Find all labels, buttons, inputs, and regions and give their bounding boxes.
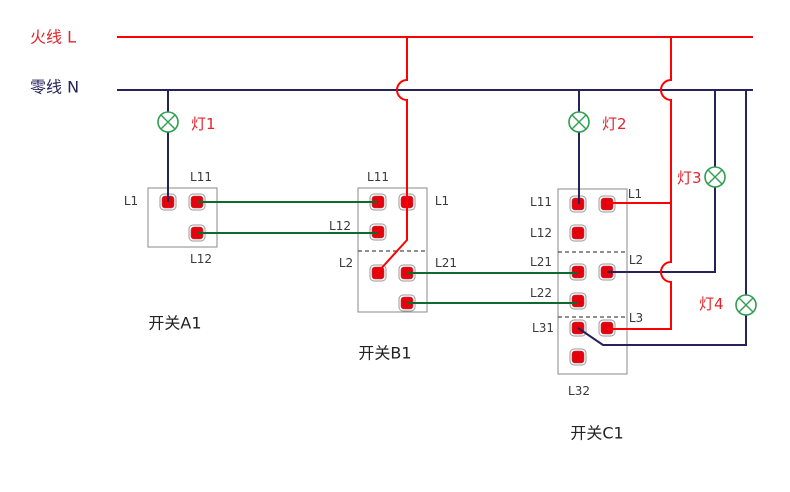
- live-bus-label: 火线 L: [30, 28, 76, 47]
- lamp-2: 灯2: [568, 111, 627, 133]
- c1-label-l12: L12: [530, 226, 552, 240]
- switch-c1: [557, 188, 628, 375]
- switch-b1-body: [357, 187, 428, 313]
- b1-label-l12: L12: [329, 219, 351, 233]
- lamp-2-cross: [571, 114, 587, 130]
- a1-label-l11: L11: [190, 170, 212, 184]
- c1-label-l2: L2: [629, 253, 643, 267]
- lamp-4: 灯4: [699, 294, 757, 316]
- switch-a1-name: 开关A1: [148, 314, 201, 333]
- live-wire-c1: [607, 37, 672, 330]
- lamp-4-cross: [738, 297, 754, 313]
- c1-label-l3: L3: [629, 311, 643, 325]
- live-wire-b1: [377, 37, 408, 273]
- c1-label-l22: L22: [530, 286, 552, 300]
- switch-b1: [357, 187, 428, 313]
- neutral-bus-label: 零线 N: [30, 78, 79, 97]
- switch-b1-name: 开关B1: [358, 344, 411, 363]
- terminal-screw: [571, 226, 585, 240]
- c1-label-l1: L1: [628, 187, 642, 201]
- b1-label-l1: L1: [435, 194, 449, 208]
- neutral-wire-lamp3: [607, 90, 716, 273]
- terminal-screw: [571, 294, 585, 308]
- lamp-2-label: 灯2: [602, 115, 627, 133]
- lamp-3-label: 灯3: [677, 169, 702, 187]
- neutral-wire-lamp4: [577, 90, 747, 346]
- c1-label-l11: L11: [530, 195, 552, 209]
- lamp-1-cross: [160, 114, 176, 130]
- switch-c1-name: 开关C1: [570, 424, 623, 443]
- switch-a1-body: [147, 187, 218, 248]
- lamp-3-cross: [707, 169, 723, 185]
- c1-label-l21: L21: [530, 255, 552, 269]
- switch-c1-body: [557, 188, 628, 375]
- b1-label-l2: L2: [339, 256, 353, 270]
- lamp-4-label: 灯4: [699, 295, 724, 313]
- b1-label-l11: L11: [367, 170, 389, 184]
- lamp-1: 灯1: [157, 111, 216, 133]
- c1-terminal-l22: [569, 292, 587, 310]
- c1-terminal-l12: [569, 224, 587, 242]
- lamp-3: 灯3: [677, 166, 726, 188]
- a1-label-l1: L1: [124, 194, 138, 208]
- c1-terminal-l32: [569, 348, 587, 366]
- b1-terminal-l2: [369, 264, 387, 282]
- b1-label-l21: L21: [435, 256, 457, 270]
- terminal-screw: [571, 350, 585, 364]
- switch-a1: [147, 187, 218, 248]
- a1-label-l12: L12: [190, 252, 212, 266]
- lamp-1-label: 灯1: [191, 115, 216, 133]
- c1-label-l32: L32: [568, 384, 590, 398]
- c1-label-l31: L31: [532, 321, 554, 335]
